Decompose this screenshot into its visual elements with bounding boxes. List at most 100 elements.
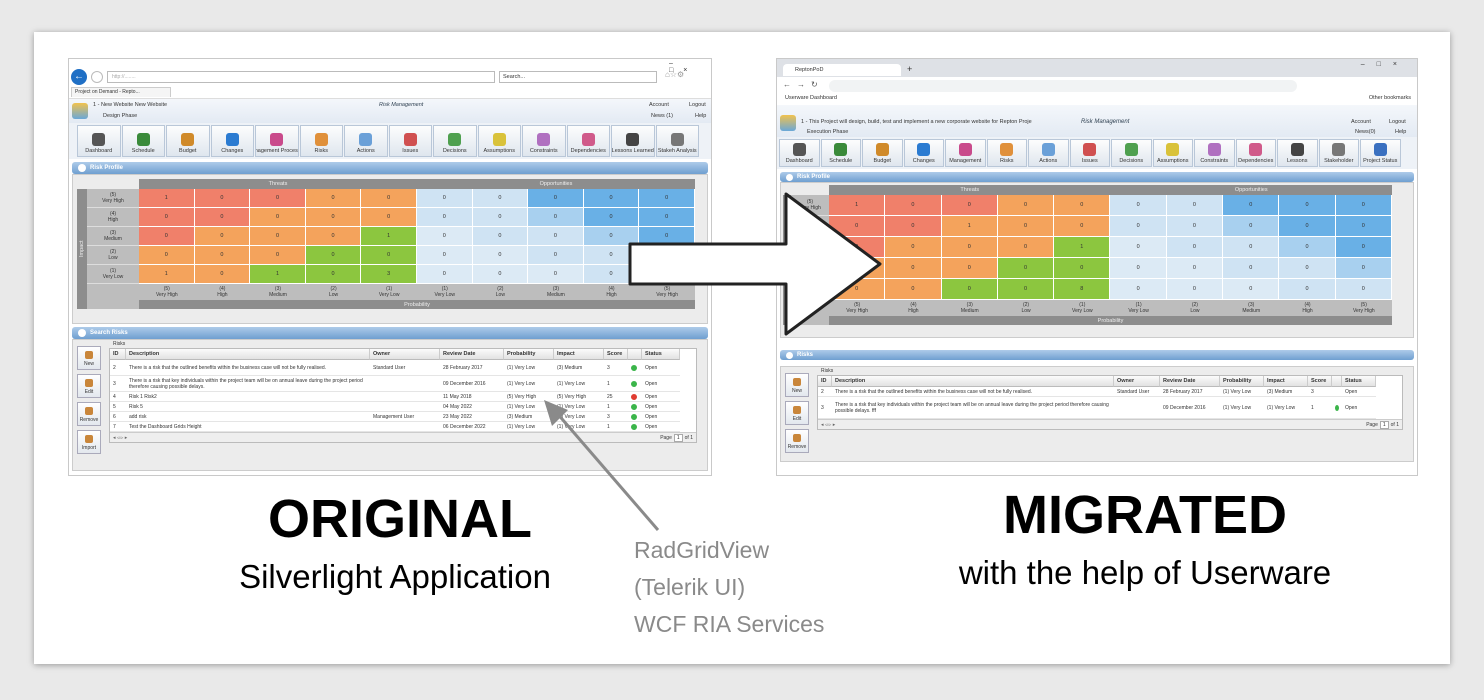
side-button-edit[interactable]: Edit bbox=[785, 401, 809, 425]
matrix-cell[interactable]: 0 bbox=[1335, 258, 1392, 279]
matrix-cell[interactable]: 0 bbox=[305, 265, 362, 284]
matrix-cell[interactable]: 0 bbox=[416, 189, 473, 208]
search-risks-header[interactable]: Search Risks bbox=[72, 327, 708, 339]
matrix-cell[interactable]: 0 bbox=[941, 258, 998, 279]
toolbar-button-changes[interactable]: Changes bbox=[210, 125, 254, 157]
matrix-cell[interactable]: 0 bbox=[639, 189, 695, 208]
matrix-cell[interactable]: 0 bbox=[194, 227, 251, 246]
new-tab-icon[interactable]: + bbox=[907, 64, 913, 74]
matrix-cell[interactable]: 0 bbox=[528, 246, 584, 265]
side-button-edit[interactable]: Edit bbox=[77, 374, 101, 398]
pager-nav-icon[interactable]: ◂ ◃ ▹ ▸ bbox=[821, 421, 836, 428]
account-link[interactable]: Account bbox=[649, 102, 669, 108]
home-star-gear-icons[interactable]: ⌂☆⚙ bbox=[665, 70, 685, 79]
logout-link[interactable]: Logout bbox=[1389, 119, 1406, 125]
matrix-cell[interactable]: 0 bbox=[829, 216, 886, 237]
matrix-cell[interactable]: 0 bbox=[1223, 195, 1280, 216]
toolbar-button-budget[interactable]: Budget bbox=[862, 139, 903, 167]
matrix-cell[interactable]: 0 bbox=[528, 208, 584, 227]
column-header[interactable]: Probability bbox=[1220, 376, 1264, 387]
address-bar[interactable] bbox=[829, 80, 1297, 92]
matrix-cell[interactable]: 0 bbox=[472, 208, 529, 227]
column-header[interactable]: Description bbox=[832, 376, 1114, 387]
toolbar-button-lessons-learned[interactable]: Lessons Learned bbox=[611, 125, 655, 157]
matrix-cell[interactable]: 0 bbox=[1223, 258, 1280, 279]
matrix-cell[interactable]: 0 bbox=[472, 265, 529, 284]
column-header[interactable]: Score bbox=[1308, 376, 1332, 387]
column-header[interactable]: Owner bbox=[370, 349, 440, 360]
matrix-cell[interactable]: 0 bbox=[941, 237, 998, 258]
toolbar-button-budget[interactable]: Budget bbox=[166, 125, 210, 157]
matrix-cell[interactable]: 0 bbox=[1166, 237, 1224, 258]
column-header[interactable] bbox=[628, 349, 642, 360]
matrix-cell[interactable]: 0 bbox=[194, 208, 251, 227]
matrix-cell[interactable]: 8 bbox=[1054, 279, 1111, 300]
matrix-cell[interactable]: 0 bbox=[997, 258, 1055, 279]
matrix-cell[interactable]: 0 bbox=[194, 246, 251, 265]
page-input[interactable]: 1 bbox=[673, 433, 683, 442]
matrix-cell[interactable]: 0 bbox=[1223, 237, 1280, 258]
matrix-cell[interactable]: 1 bbox=[139, 265, 195, 284]
project-name[interactable]: 1 - New Website New Website bbox=[93, 102, 168, 108]
matrix-cell[interactable]: 0 bbox=[1279, 216, 1336, 237]
matrix-cell[interactable]: 0 bbox=[997, 195, 1055, 216]
matrix-cell[interactable]: 0 bbox=[583, 208, 640, 227]
toolbar-button-constraints[interactable]: Constraints bbox=[522, 125, 566, 157]
matrix-cell[interactable]: 0 bbox=[885, 216, 942, 237]
matrix-cell[interactable]: 0 bbox=[1110, 216, 1167, 237]
matrix-cell[interactable]: 0 bbox=[528, 227, 584, 246]
page-input[interactable]: 1 bbox=[1379, 420, 1389, 429]
matrix-cell[interactable]: 1 bbox=[941, 216, 998, 237]
matrix-cell[interactable]: 1 bbox=[139, 189, 195, 208]
matrix-cell[interactable]: 0 bbox=[1279, 195, 1336, 216]
forward-arrow-icon[interactable] bbox=[91, 71, 103, 83]
pager-nav-icon[interactable]: ◂ ◃ ▹ ▸ bbox=[113, 434, 128, 441]
side-button-remove[interactable]: Remove bbox=[785, 429, 809, 453]
matrix-cell[interactable]: 0 bbox=[305, 227, 362, 246]
toolbar-button-assumptions[interactable]: Assumptions bbox=[477, 125, 521, 157]
matrix-cell[interactable]: 0 bbox=[1279, 237, 1336, 258]
matrix-cell[interactable]: 0 bbox=[361, 246, 417, 265]
matrix-cell[interactable]: 0 bbox=[583, 227, 640, 246]
other-bookmarks[interactable]: Other bookmarks bbox=[1368, 95, 1411, 101]
column-header[interactable]: Score bbox=[604, 349, 628, 360]
matrix-cell[interactable]: 0 bbox=[1166, 216, 1224, 237]
matrix-cell[interactable]: 0 bbox=[1335, 279, 1392, 300]
matrix-cell[interactable]: 3 bbox=[361, 265, 417, 284]
matrix-cell[interactable]: 0 bbox=[194, 265, 251, 284]
toolbar-button-stakeh-analysis[interactable]: Stakeh Analysis bbox=[655, 125, 699, 157]
matrix-cell[interactable]: 0 bbox=[997, 237, 1055, 258]
column-header[interactable]: Impact bbox=[1264, 376, 1308, 387]
matrix-cell[interactable]: 0 bbox=[250, 227, 306, 246]
news-link[interactable]: News (1) bbox=[651, 113, 674, 119]
matrix-cell[interactable]: 0 bbox=[416, 208, 473, 227]
side-button-new[interactable]: New bbox=[77, 346, 101, 370]
toolbar-button-issues[interactable]: Issues bbox=[388, 125, 432, 157]
matrix-cell[interactable]: 0 bbox=[941, 195, 998, 216]
matrix-cell[interactable]: 0 bbox=[1054, 258, 1111, 279]
phase-name[interactable]: Execution Phase bbox=[807, 129, 849, 135]
matrix-cell[interactable]: 0 bbox=[1166, 195, 1224, 216]
matrix-cell[interactable]: 0 bbox=[1110, 237, 1167, 258]
matrix-cell[interactable]: 0 bbox=[305, 189, 362, 208]
column-header[interactable]: Review Date bbox=[1160, 376, 1220, 387]
address-bar[interactable]: http://........ bbox=[107, 71, 495, 83]
matrix-cell[interactable]: 0 bbox=[583, 189, 640, 208]
matrix-cell[interactable]: 0 bbox=[416, 265, 473, 284]
help-link[interactable]: Help bbox=[1395, 129, 1407, 135]
toolbar-button-management-processes[interactable]: Management Processes bbox=[255, 125, 299, 157]
matrix-cell[interactable]: 0 bbox=[885, 195, 942, 216]
browser-tab[interactable]: ReptonPoD bbox=[783, 64, 901, 76]
toolbar-button-management[interactable]: Management bbox=[945, 139, 986, 167]
matrix-cell[interactable]: 0 bbox=[885, 237, 942, 258]
project-name[interactable]: 1 - This Project will design, build, tes… bbox=[801, 119, 1032, 125]
matrix-cell[interactable]: 0 bbox=[1054, 216, 1111, 237]
matrix-cell[interactable]: 0 bbox=[1279, 279, 1336, 300]
column-header[interactable]: Impact bbox=[554, 349, 604, 360]
